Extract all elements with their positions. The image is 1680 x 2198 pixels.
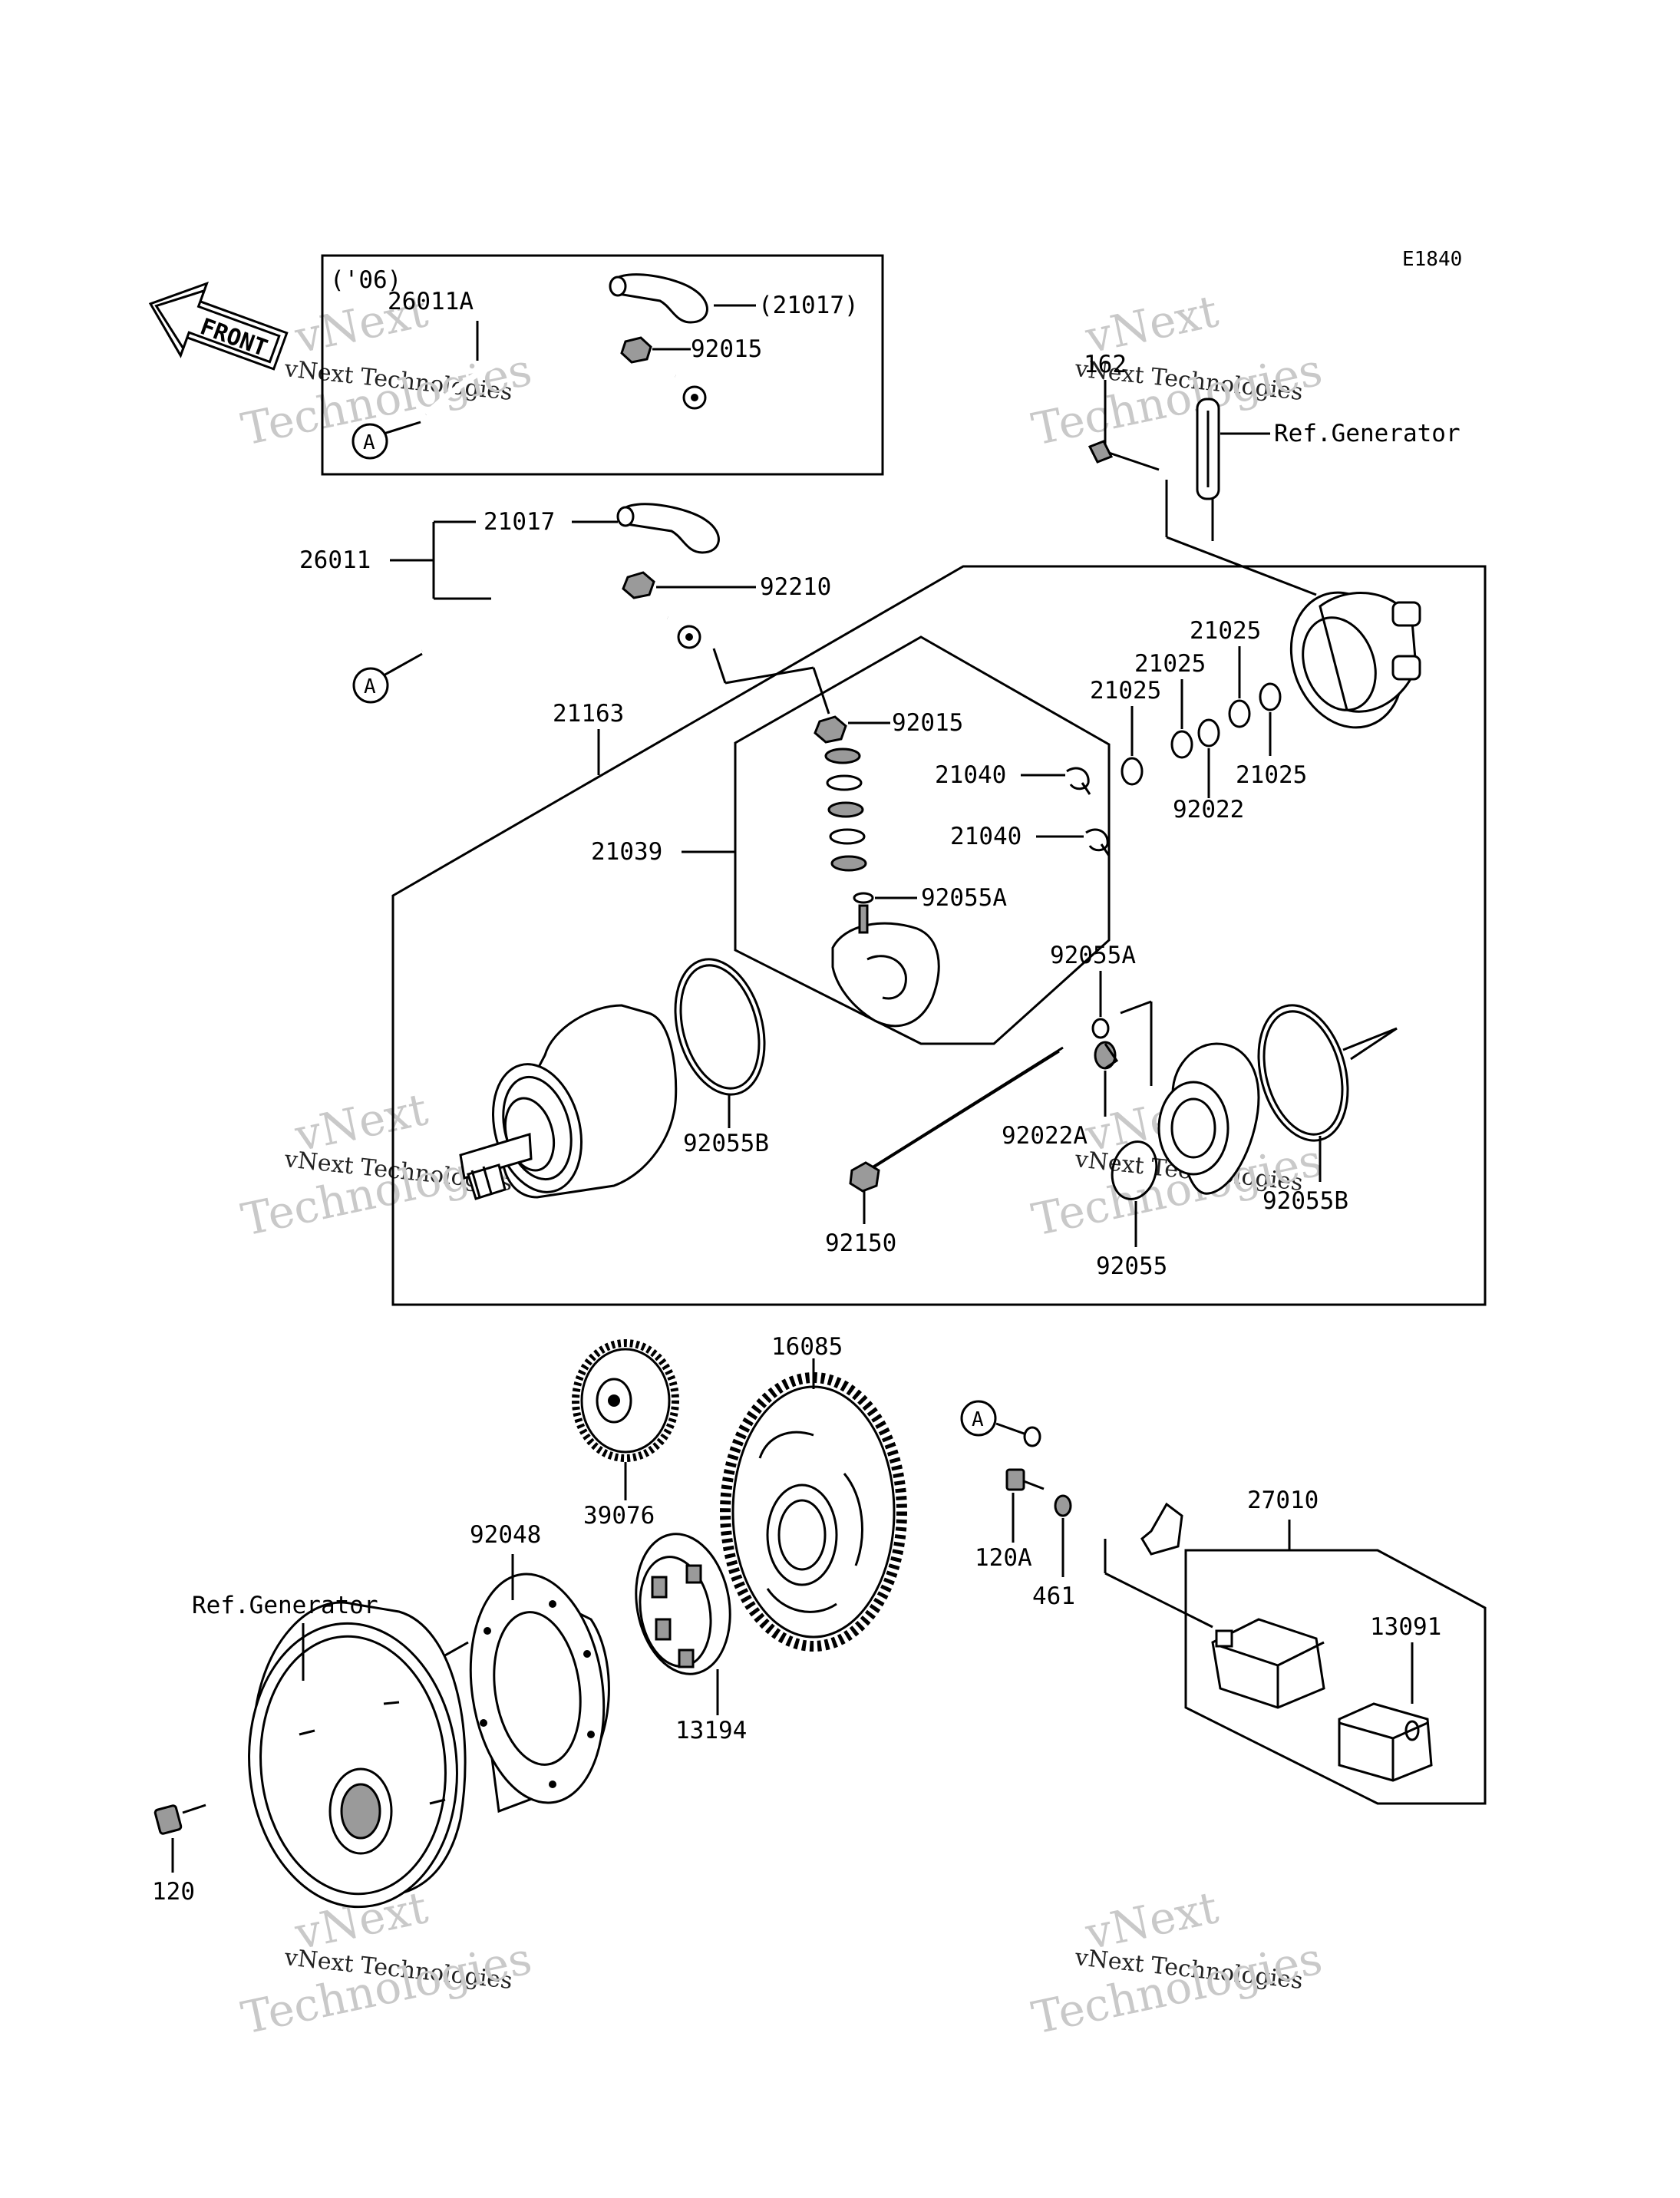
label-21025-c: 21025: [1190, 617, 1261, 645]
part-21017-boot: [616, 503, 720, 554]
marker-a-inset: [352, 423, 388, 460]
label-13194: 13194: [675, 1717, 747, 1744]
label-92055: 92055: [1096, 1252, 1167, 1280]
part-120A-bolt: [1005, 1468, 1045, 1491]
part-92048-clutch-housing: [469, 1573, 610, 1814]
part-92055-circlip: [1111, 1140, 1158, 1200]
label-21017: 21017: [484, 508, 555, 536]
label-92210: 92210: [760, 573, 831, 601]
label-92022: 92022: [1173, 796, 1244, 823]
part-26011-cable: [420, 599, 701, 654]
part-21025-washer-3: [1228, 699, 1251, 728]
part-13194-one-way-clutch: [635, 1533, 731, 1675]
label-21025-d: 21025: [1236, 761, 1307, 789]
svg-text:Technologies: Technologies: [237, 1932, 536, 2044]
label-21025-a: 21025: [1090, 677, 1161, 705]
part-13091-relay-cover: [1338, 1702, 1433, 1782]
label-92015-inset: 92015: [691, 335, 762, 363]
part-92022-washer: [1197, 718, 1220, 748]
washer-stack: [824, 748, 867, 872]
part-92055A-oring: [1091, 1018, 1110, 1039]
label-92055B-b: 92055B: [1262, 1187, 1348, 1215]
label-92055A-a: 92055A: [921, 884, 1007, 912]
part-92015-nut-inset: [620, 336, 652, 364]
part-39076-idle-gear: [572, 1339, 679, 1462]
label-120A: 120A: [975, 1544, 1032, 1572]
part-92015-nut: [814, 715, 847, 744]
marker-a-inset-label: A: [363, 431, 375, 454]
assembly-frame-21163: [391, 565, 1487, 1306]
part-16085-starter-gear: [720, 1372, 907, 1652]
watermark-bottom-right: vNext vNext Technologies Technologies: [1028, 1881, 1327, 2045]
label-92055B-a: 92055B: [683, 1130, 769, 1157]
label-162: 162: [1084, 351, 1127, 378]
label-21040-a: 21040: [935, 761, 1006, 789]
relay-frame-27010: [1184, 1549, 1487, 1805]
part-92055B-oring-a: [674, 958, 766, 1096]
marker-a-main: [352, 667, 389, 704]
part-26011A-cable: [424, 349, 707, 417]
front-arrow: FRONT: [148, 281, 289, 371]
label-21040-b: 21040: [950, 823, 1022, 850]
label-120: 120: [152, 1878, 195, 1906]
part-120-bolt: [153, 1804, 206, 1835]
part-92055A-oring-small: [853, 892, 874, 904]
part-motor-yoke: [459, 1004, 678, 1200]
part-92210-nut: [622, 571, 655, 599]
label-39076: 39076: [583, 1502, 655, 1530]
part-ref-generator-bracket: [1196, 398, 1220, 500]
part-461-washer: [1054, 1494, 1072, 1517]
label-92022A: 92022A: [1002, 1122, 1088, 1150]
brush-holder-frame-21039: [734, 635, 1111, 1045]
label-92015: 92015: [892, 709, 963, 737]
part-starter-relay: [1211, 1618, 1325, 1709]
part-92055B-oring-b: [1257, 1004, 1349, 1142]
part-21025-washer-1: [1121, 757, 1144, 786]
label-21039: 21039: [591, 838, 662, 866]
marker-a-relay: [960, 1400, 997, 1437]
part-21025-washer-4: [1259, 682, 1282, 711]
label-21017-paren: (21017): [758, 292, 859, 319]
diagram-code: E1840: [1402, 248, 1462, 271]
label-27010: 27010: [1247, 1487, 1319, 1514]
part-162-bolt: [1088, 440, 1160, 471]
part-front-cover: [1120, 1000, 1260, 1195]
label-16085: 16085: [771, 1333, 843, 1361]
part-21017-boot-inset: [609, 273, 708, 324]
label-13091: 13091: [1370, 1613, 1441, 1641]
ref-generator-label-bottom: Ref.Generator: [192, 1592, 378, 1619]
part-92150-through-bolt: [849, 1046, 1064, 1193]
marker-a-relay-label: A: [972, 1408, 984, 1431]
inset-year-label: ('06): [330, 266, 401, 294]
ref-generator-label-top: Ref.Generator: [1274, 420, 1461, 447]
part-21025-washer-2: [1170, 730, 1193, 759]
inset-box-06: [321, 254, 884, 476]
label-92055A-b: 92055A: [1050, 942, 1136, 969]
watermark-bottom-left: vNext vNext Technologies Technologies: [237, 1881, 536, 2045]
part-generator-rotor: [248, 1601, 467, 1909]
label-92048: 92048: [470, 1521, 541, 1549]
part-21040-clip-a: [1066, 767, 1091, 795]
watermark-top-left: vNext vNext Technologies Technologies: [237, 285, 536, 456]
svg-text:Technologies: Technologies: [1028, 1932, 1327, 2044]
marker-a-main-label: A: [364, 675, 376, 698]
label-92150: 92150: [825, 1229, 896, 1257]
part-rear-cover: [1289, 591, 1421, 729]
label-26011A: 26011A: [388, 288, 474, 315]
label-26011: 26011: [299, 546, 371, 574]
part-brush-plate: [831, 904, 940, 1028]
label-21163: 21163: [553, 700, 624, 728]
label-461: 461: [1032, 1582, 1075, 1610]
part-21040-clip-b: [1085, 828, 1111, 856]
label-21025-b: 21025: [1134, 650, 1206, 678]
part-relay-cable: [1023, 1426, 1183, 1556]
